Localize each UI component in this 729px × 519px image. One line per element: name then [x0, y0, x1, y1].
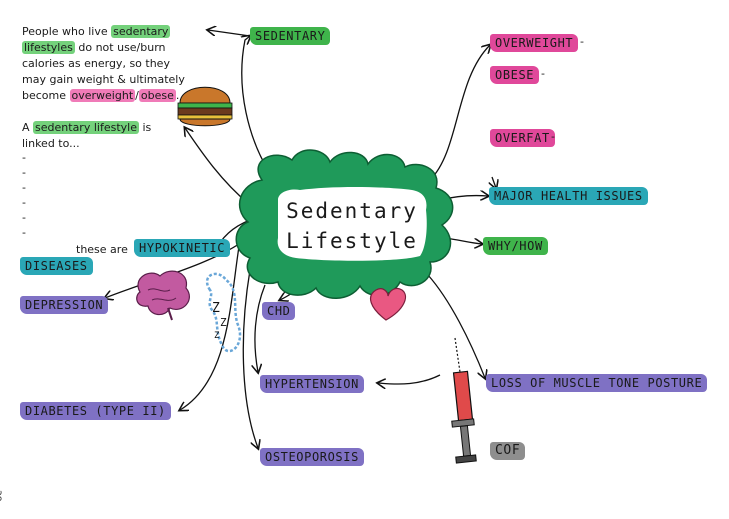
burger-icon	[177, 86, 233, 127]
line-arrow-small	[492, 176, 496, 188]
label-diseases: Diseases	[20, 257, 93, 275]
line-to-loss-muscle	[427, 274, 485, 378]
sleep-icon: Z Z Z	[205, 272, 242, 353]
label-chd: CHD	[262, 302, 296, 320]
line-syringe-to-hypertension	[378, 374, 441, 384]
line-sedentary-to-intro	[208, 30, 251, 37]
linked-text: A sedentary lifestyle is linked to...	[22, 121, 152, 150]
dash-5: -	[22, 211, 26, 224]
label-cof: CoF	[490, 442, 526, 460]
label-why-how: Why/how	[483, 237, 548, 255]
syringe-icon	[451, 337, 477, 464]
label-overfat: Overfat	[490, 129, 555, 147]
line-to-overweight	[429, 45, 490, 181]
dash-2: -	[22, 166, 26, 179]
label-osteoporosis: Osteoporosis	[260, 448, 364, 466]
line-to-sedentary	[242, 36, 269, 171]
line-to-osteoporosis	[242, 269, 258, 448]
cloud-inner	[277, 187, 427, 261]
label-depression: Depression	[20, 296, 109, 314]
hypokinetic-note: these are	[76, 243, 128, 256]
label-overweight: Overweight	[490, 34, 579, 52]
svg-text:Z: Z	[212, 301, 220, 316]
label-major-health: Major health issues	[489, 187, 648, 205]
overfat-dash: -	[551, 130, 555, 143]
obese-dash: -	[541, 67, 545, 80]
center-line-2: Lifestyle	[286, 229, 418, 253]
center-title: Sedentary Lifestyle	[267, 196, 437, 256]
label-loss-muscle: Loss of muscle tone posture	[486, 374, 708, 392]
label-sedentary: Sedentary	[250, 27, 331, 45]
overweight-dash: -	[580, 35, 584, 48]
dash-1: -	[22, 151, 26, 164]
line-to-depression	[105, 239, 246, 298]
heart-icon	[369, 287, 407, 321]
line-to-diabetes	[180, 239, 241, 410]
center-line-1: Sedentary	[286, 199, 418, 223]
svg-text:Z: Z	[214, 331, 220, 341]
line-to-linked	[185, 128, 251, 206]
label-hypokinetic: Hypokinetic	[134, 239, 231, 257]
label-hypertension: Hypertension	[260, 375, 364, 393]
dash-6: -	[22, 226, 26, 239]
label-diabetes: Diabetes (type II)	[20, 402, 171, 420]
dash-4: -	[22, 196, 26, 209]
svg-text:Z: Z	[220, 316, 227, 329]
label-obese: Obese	[490, 66, 540, 84]
line-to-hypertension	[255, 284, 266, 372]
dash-3: -	[22, 181, 26, 194]
brain-icon	[136, 270, 190, 321]
intro-text: People who live sedentary lifestyles do …	[22, 25, 185, 102]
page-number: 38	[0, 490, 2, 502]
